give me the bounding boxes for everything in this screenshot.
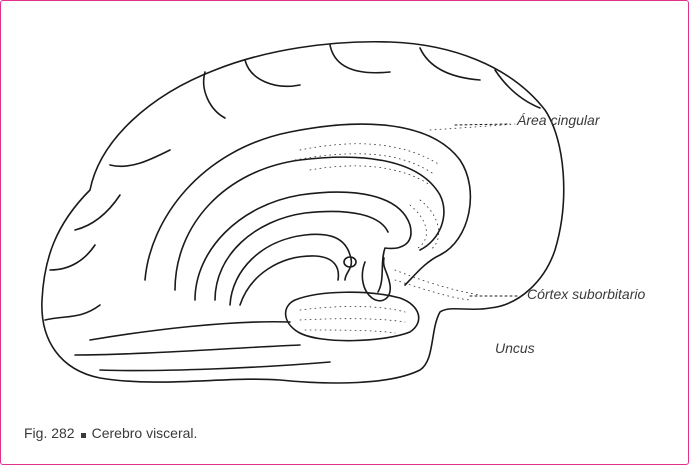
gyrus-line — [50, 245, 95, 270]
cingulate-gyrus — [145, 124, 470, 285]
label-cortex-suborbitario: Córtex suborbitario — [527, 286, 645, 302]
caption-bullet-icon — [81, 433, 86, 438]
gyrus-line — [75, 195, 120, 230]
gyrus-line — [204, 72, 225, 118]
gyrus-line — [495, 70, 540, 108]
gyrus-line — [245, 60, 300, 86]
corpus-callosum-inner — [215, 211, 388, 300]
thalamus-outline — [240, 256, 338, 305]
gyrus-line — [330, 45, 390, 73]
figure-number: Fig. 282 — [24, 425, 75, 441]
uncus-outline — [286, 292, 419, 340]
label-uncus: Uncus — [495, 340, 535, 356]
gyrus-line — [420, 48, 480, 80]
corpus-callosum — [195, 192, 411, 300]
temporal-gyrus — [75, 345, 300, 355]
hemisphere-outline — [42, 42, 564, 383]
figure-caption: Fig. 282 Cerebro visceral. — [24, 425, 197, 441]
fornix — [230, 234, 351, 305]
cingulate-sulcus — [175, 157, 444, 290]
leader-line-area-cingular — [455, 124, 510, 125]
stipple-texture — [295, 124, 515, 333]
gyrus-line — [45, 305, 100, 320]
label-area-cingular: Área cingular — [517, 112, 600, 128]
anterior-commissure — [344, 257, 356, 267]
temporal-gyrus — [100, 362, 330, 371]
temporal-gyrus — [90, 322, 290, 340]
gyrus-line — [110, 150, 170, 166]
figure-caption-text: Cerebro visceral. — [92, 425, 198, 441]
